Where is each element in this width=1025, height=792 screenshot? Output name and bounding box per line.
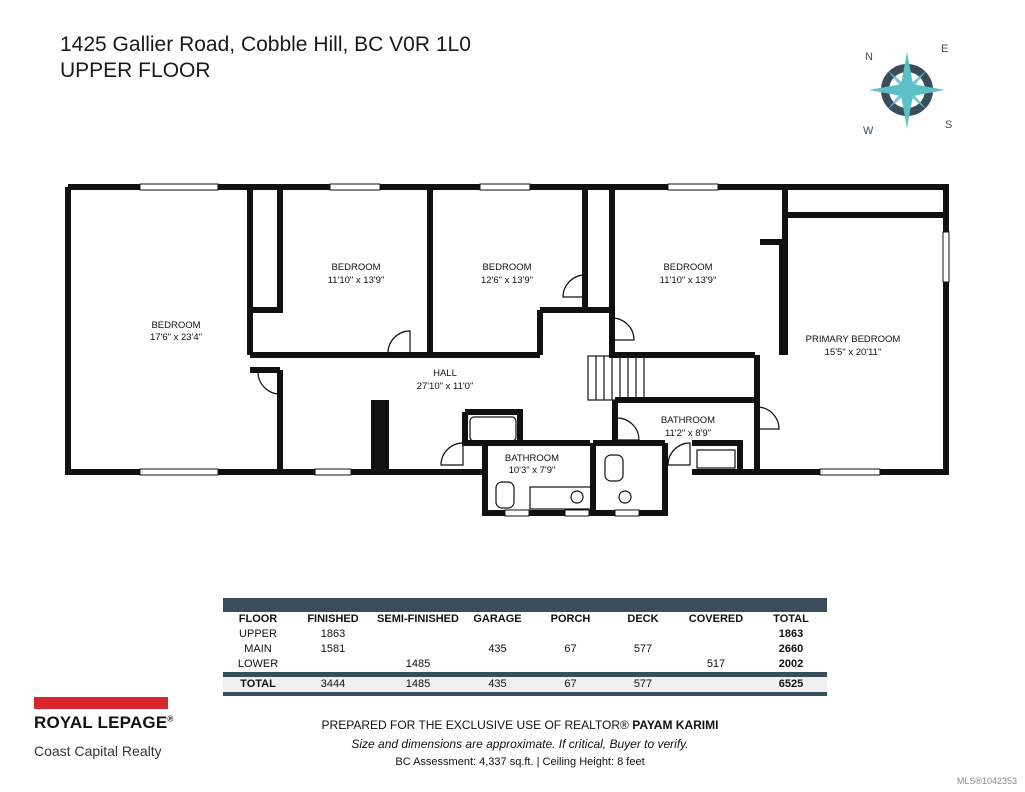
compass-e: E bbox=[941, 43, 948, 55]
col-floor: FLOOR bbox=[238, 613, 278, 625]
chimney-block bbox=[371, 400, 389, 470]
col-covered: COVERED bbox=[688, 613, 744, 625]
bath-fixtures bbox=[469, 416, 736, 510]
cell-finished: 1581 bbox=[320, 643, 346, 655]
table-total-row: TOTAL 3444 1485 435 67 577 6525 bbox=[223, 677, 827, 692]
cell-finished: 1863 bbox=[320, 628, 346, 640]
room-size: 10'3" x 7'9" bbox=[509, 465, 556, 476]
col-porch: PORCH bbox=[550, 613, 591, 625]
room-name: BEDROOM bbox=[482, 262, 531, 273]
table-top-bar bbox=[223, 598, 827, 612]
cell-floor: MAIN bbox=[244, 643, 272, 655]
brand-name-text: ROYAL LEPAGE bbox=[34, 713, 168, 732]
compass-n: N bbox=[865, 51, 873, 63]
walls bbox=[65, 184, 949, 516]
assessment-line: BC Assessment: 4,337 sq.ft. | Ceiling He… bbox=[395, 756, 645, 768]
cell-porch: 67 bbox=[564, 643, 577, 655]
brand-registered-mark: ® bbox=[167, 714, 174, 724]
col-deck: DECK bbox=[627, 613, 659, 625]
col-semi-finished: SEMI-FINISHED bbox=[377, 613, 459, 625]
floor-plan: N E S W bbox=[65, 43, 952, 517]
brand-office: Coast Capital Realty bbox=[34, 743, 162, 759]
cell-finished: 3444 bbox=[320, 678, 346, 690]
disclaimer-line: Size and dimensions are approximate. If … bbox=[351, 737, 689, 751]
cell-floor: UPPER bbox=[239, 628, 277, 640]
floor-title: UPPER FLOOR bbox=[60, 59, 211, 82]
room-name: BEDROOM bbox=[151, 320, 200, 331]
stairs bbox=[587, 355, 645, 401]
mls-number: MLS®1042353 bbox=[956, 776, 1017, 786]
cell-deck: 577 bbox=[633, 678, 653, 690]
area-summary-table: FLOOR FINISHED SEMI-FINISHED GARAGE PORC… bbox=[223, 598, 827, 696]
cell-floor: LOWER bbox=[237, 658, 279, 670]
room-size: 17'6" x 23'4" bbox=[150, 332, 202, 343]
room-name: BEDROOM bbox=[331, 262, 380, 273]
prepared-for-line: PREPARED FOR THE EXCLUSIVE USE OF REALTO… bbox=[220, 718, 820, 732]
room-size: 11'2" x 8'9" bbox=[665, 428, 711, 439]
room-name: PRIMARY BEDROOM bbox=[806, 334, 901, 345]
room-size: 11'10" x 13'9" bbox=[328, 275, 385, 286]
table-row: UPPER 1863 1863 bbox=[223, 627, 827, 642]
table-bottom-bar bbox=[223, 692, 827, 696]
table-row: LOWER 1485 517 2002 bbox=[223, 657, 827, 672]
brand-name: ROYAL LEPAGE® bbox=[34, 713, 174, 733]
brand-red-bar bbox=[34, 697, 168, 709]
room-name: BATHROOM bbox=[505, 453, 559, 464]
table-mid-bar bbox=[223, 672, 827, 677]
cell-garage: 435 bbox=[488, 678, 507, 690]
compass-w: W bbox=[863, 125, 874, 137]
realtor-name: PAYAM KARIMI bbox=[632, 718, 719, 732]
cell-semi-finished: 1485 bbox=[405, 658, 431, 670]
cell-porch: 67 bbox=[564, 678, 577, 690]
room-labels: BEDROOM 17'6" x 23'4" BEDROOM 11'10" x 1… bbox=[150, 262, 900, 476]
room-size: 27'10" x 11'0" bbox=[417, 381, 474, 392]
room-name: BATHROOM bbox=[661, 415, 715, 426]
room-name: BEDROOM bbox=[663, 262, 712, 273]
col-finished: FINISHED bbox=[307, 613, 359, 625]
table-header-row: FLOOR FINISHED SEMI-FINISHED GARAGE PORC… bbox=[223, 612, 827, 627]
col-total: TOTAL bbox=[773, 613, 809, 625]
compass-icon: N E S W bbox=[863, 43, 952, 137]
cell-deck: 577 bbox=[633, 643, 653, 655]
cell-total: 2002 bbox=[778, 658, 804, 670]
room-size: 12'6" x 13'9" bbox=[481, 275, 533, 286]
doors bbox=[257, 274, 780, 466]
room-size: 11'10" x 13'9" bbox=[660, 275, 717, 286]
compass-s: S bbox=[945, 119, 952, 131]
property-address: 1425 Gallier Road, Cobble Hill, BC V0R 1… bbox=[60, 33, 471, 56]
cell-total: 1863 bbox=[778, 628, 804, 640]
table-row: MAIN 1581 435 67 577 2660 bbox=[223, 642, 827, 657]
cell-garage: 435 bbox=[488, 643, 507, 655]
cell-covered: 517 bbox=[706, 658, 726, 670]
col-garage: GARAGE bbox=[473, 613, 522, 625]
brand-logo: ROYAL LEPAGE® Coast Capital Realty bbox=[34, 697, 174, 759]
cell-semi-finished: 1485 bbox=[405, 678, 431, 690]
windows bbox=[139, 183, 950, 517]
room-size: 15'5" x 20'11" bbox=[825, 347, 882, 358]
prepared-prefix: PREPARED FOR THE EXCLUSIVE USE OF REALTO… bbox=[321, 718, 633, 732]
cell-total: 6525 bbox=[778, 678, 804, 690]
room-name: HALL bbox=[433, 368, 457, 379]
cell-floor: TOTAL bbox=[240, 678, 276, 690]
cell-total: 2660 bbox=[778, 643, 804, 655]
